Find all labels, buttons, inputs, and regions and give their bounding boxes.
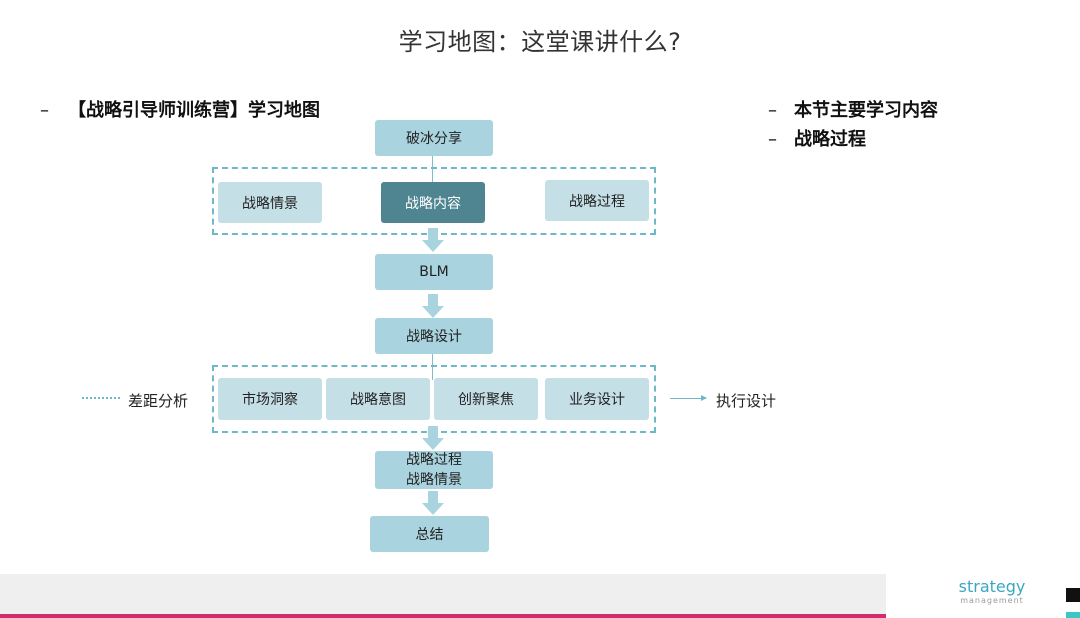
down-arrow bbox=[422, 228, 444, 252]
strategic-intent-box: 战略意图 bbox=[326, 378, 430, 420]
blm-box: BLM bbox=[375, 254, 493, 290]
list-item: –本节主要学习内容 bbox=[768, 96, 938, 125]
market-insight-box: 市场洞察 bbox=[218, 378, 322, 420]
context-line: 战略情景 bbox=[406, 472, 462, 488]
content-list: –本节主要学习内容 –战略过程 bbox=[768, 96, 938, 154]
page-title: 学习地图：这堂课讲什么? bbox=[398, 28, 682, 56]
list-item-text: 本节主要学习内容 bbox=[794, 100, 938, 121]
corner-accent bbox=[1066, 612, 1080, 618]
down-arrow bbox=[422, 491, 444, 515]
icebreak-box: 破冰分享 bbox=[375, 120, 493, 156]
business-design-box: 业务设计 bbox=[545, 378, 649, 420]
strategy-content-box: 战略内容 bbox=[381, 182, 485, 223]
logo-sub-text: management bbox=[960, 596, 1024, 605]
down-arrow bbox=[422, 426, 444, 450]
bullet-dash: – bbox=[768, 100, 777, 121]
corner-block bbox=[1066, 588, 1080, 602]
strategy-logo: strategy management bbox=[952, 578, 1032, 606]
connector-line bbox=[432, 354, 433, 380]
process-line: 战略过程 bbox=[406, 452, 462, 468]
footer-logo-area bbox=[886, 574, 1080, 618]
down-arrow bbox=[422, 294, 444, 318]
strategy-process-box: 战略过程 bbox=[545, 180, 649, 221]
logo-main-text: strategy bbox=[958, 577, 1026, 596]
execution-arrow-line bbox=[670, 395, 707, 401]
gap-dotted-line bbox=[82, 397, 120, 399]
section-heading: –【战略引导师训练营】学习地图 bbox=[40, 96, 320, 122]
strategy-context-box: 战略情景 bbox=[218, 182, 322, 223]
section-heading-text: 【战略引导师训练营】学习地图 bbox=[68, 100, 320, 121]
innovation-focus-box: 创新聚焦 bbox=[434, 378, 538, 420]
footer-accent-line bbox=[0, 614, 886, 618]
execution-design-label: 执行设计 bbox=[716, 392, 777, 410]
list-item-text: 战略过程 bbox=[794, 129, 866, 150]
connector-line bbox=[432, 156, 433, 182]
list-item: –战略过程 bbox=[768, 125, 938, 154]
process-context-box: 战略过程 战略情景 bbox=[375, 451, 493, 489]
gap-analysis-label: 差距分析 bbox=[128, 392, 189, 410]
strategy-design-box: 战略设计 bbox=[375, 318, 493, 354]
summary-box: 总结 bbox=[370, 516, 489, 552]
bullet-dash: – bbox=[40, 100, 49, 121]
bullet-dash: – bbox=[768, 129, 777, 150]
